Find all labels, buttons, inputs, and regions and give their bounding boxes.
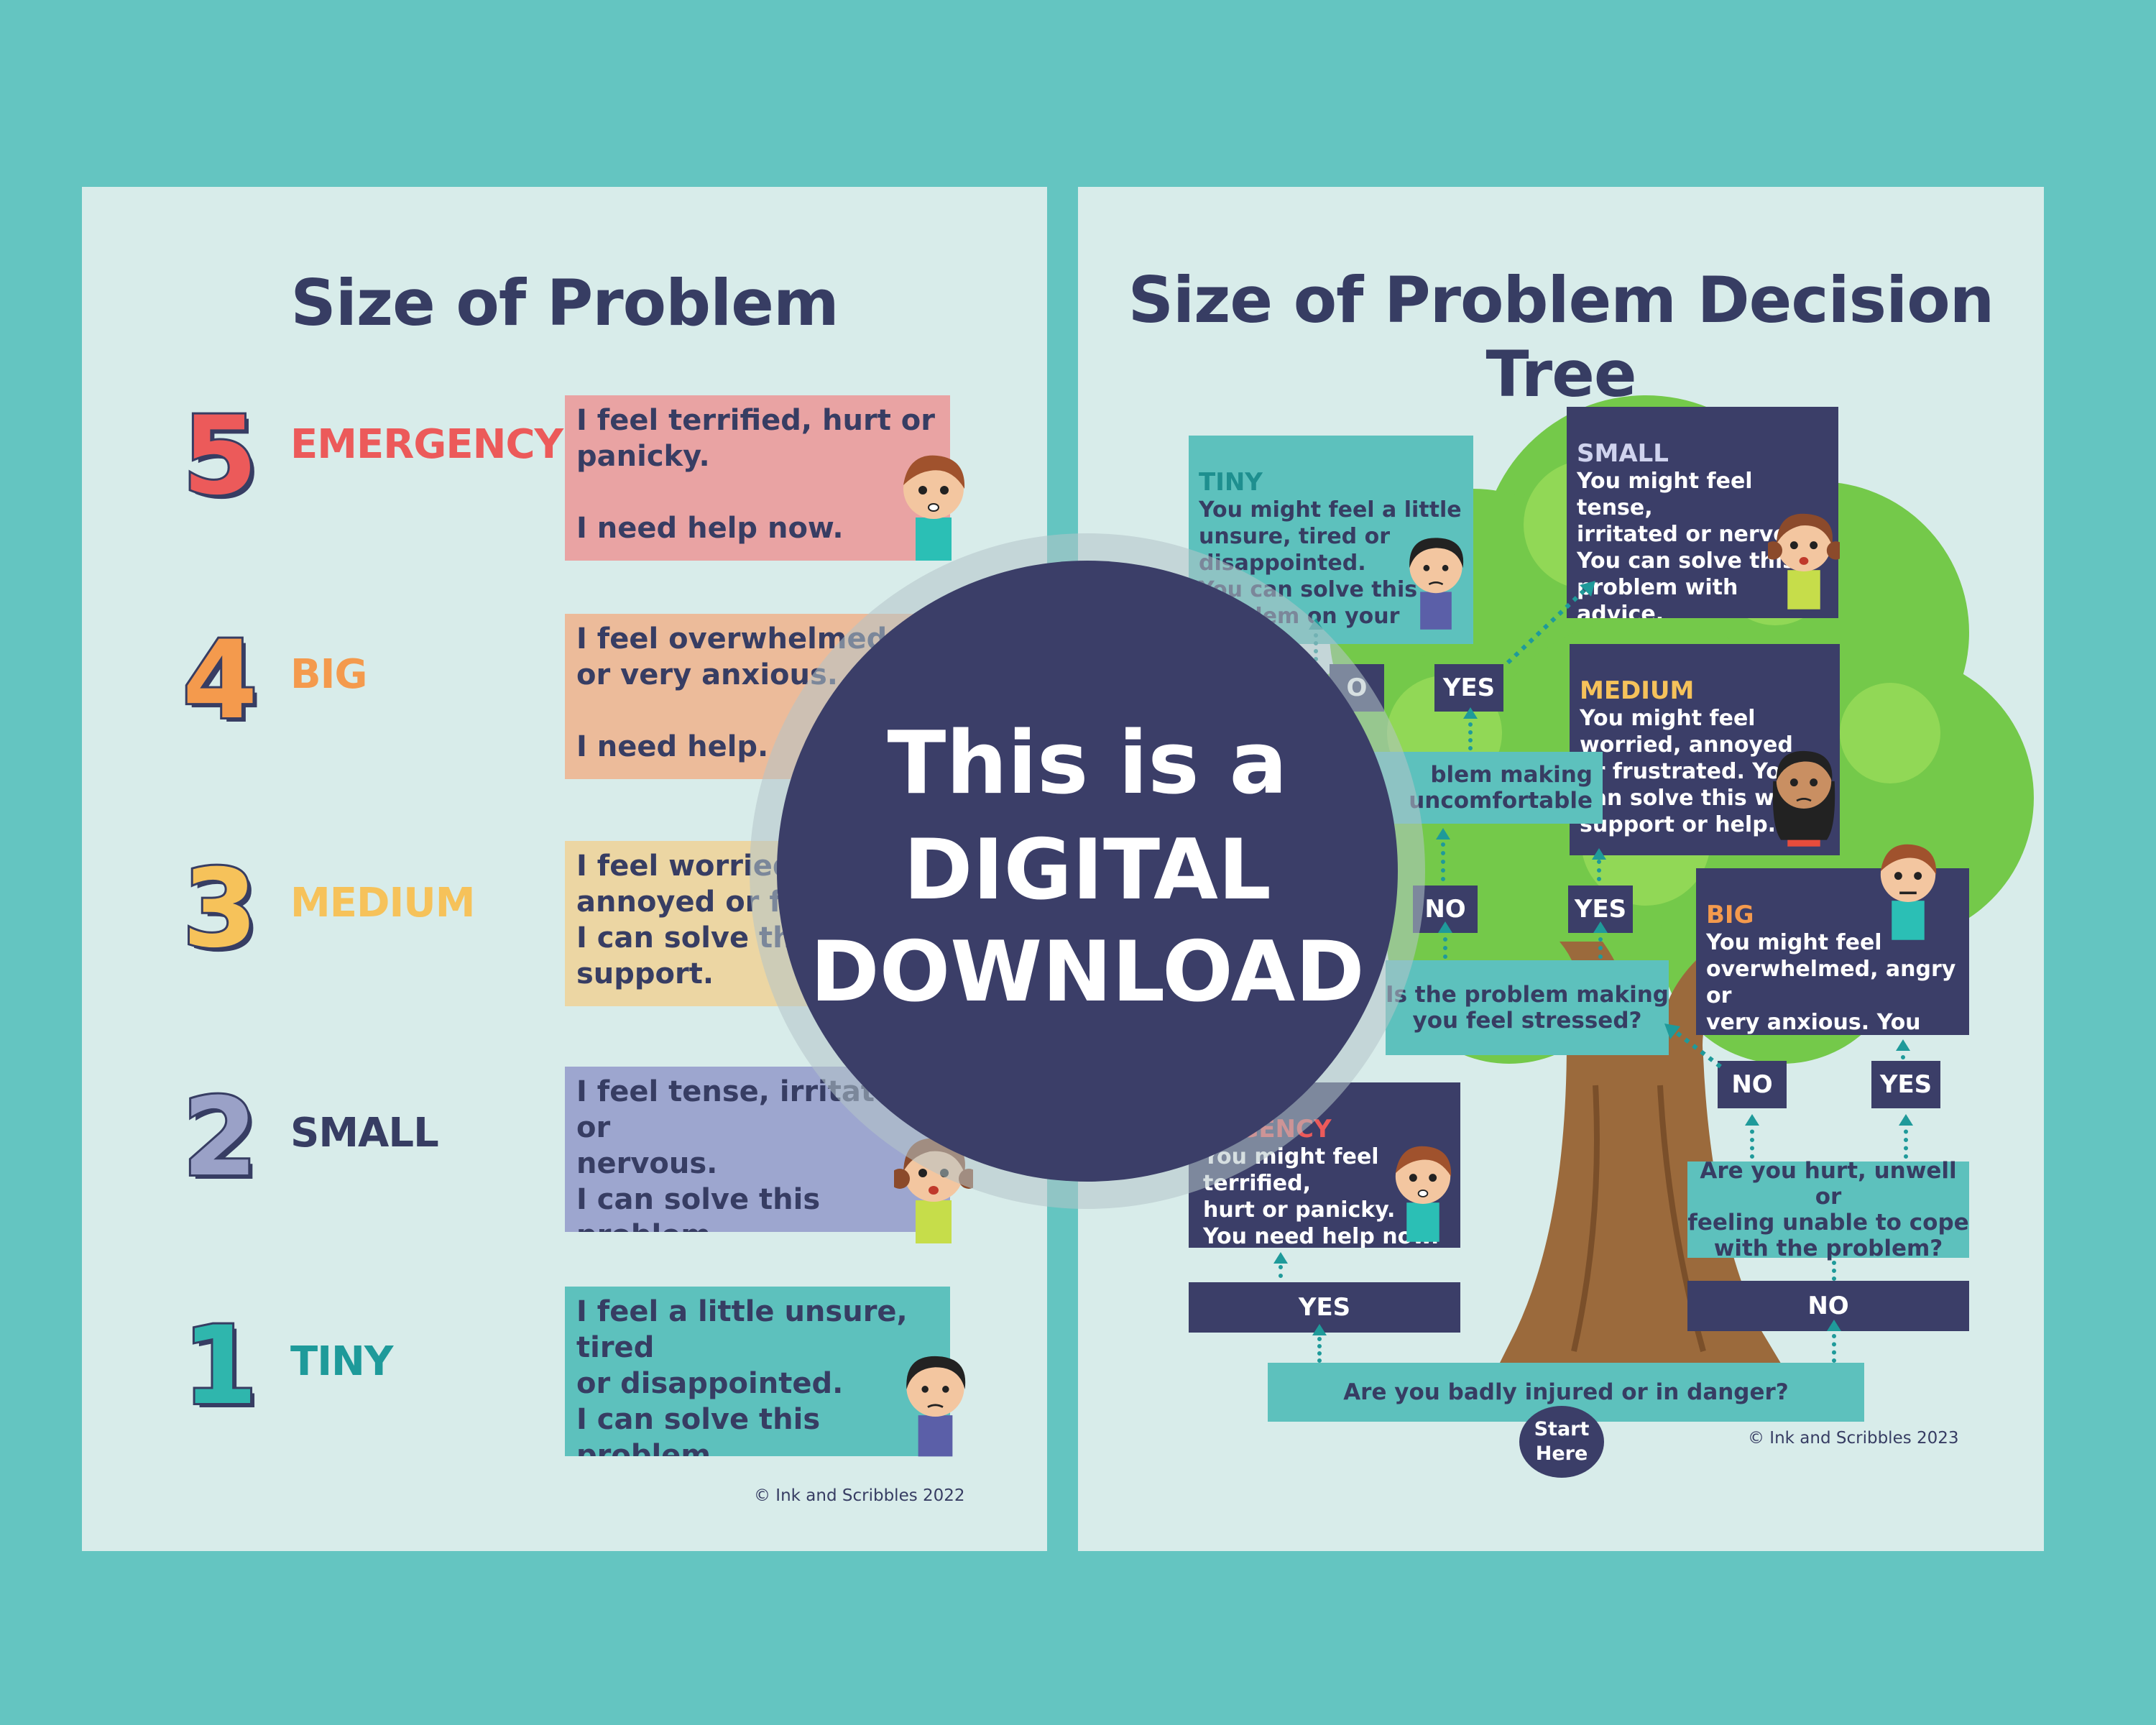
connector [1901, 1046, 1905, 1059]
connector [1904, 1121, 1908, 1159]
badge-line-2: DIGITAL [903, 822, 1271, 919]
connector [1597, 860, 1601, 881]
level-2-label: SMALL [290, 1110, 439, 1156]
no-pill-lower: NO [1718, 1061, 1787, 1108]
child-overwhelmed-illustration [1880, 844, 1937, 940]
arrow-up-icon [1896, 1039, 1910, 1051]
child-unsure-illustration [1409, 538, 1464, 630]
child-scared-illustration [903, 455, 965, 561]
child-scared-illustration [1395, 1146, 1452, 1242]
arrow-up-icon [1592, 848, 1606, 860]
level-3-label: MEDIUM [290, 880, 475, 926]
arrow-up-icon [1273, 1252, 1288, 1264]
poster-credit: © Ink and Scribbles 2023 [1748, 1429, 1959, 1448]
question-stressed: Is the problem making you feel stressed? [1386, 960, 1669, 1055]
arrow-up-icon [1438, 921, 1452, 933]
level-1-label: TINY [290, 1338, 393, 1385]
level-4-label: BIG [290, 651, 367, 698]
badge-circle: This is a DIGITAL DOWNLOAD [777, 561, 1398, 1182]
yes-pill-top: YES [1434, 664, 1503, 712]
arrow-up-icon [1827, 1320, 1841, 1331]
level-2-number: 2 [180, 1075, 259, 1200]
big-text: You might feel overwhelmed, angry or ver… [1706, 930, 1956, 1035]
connector [1317, 1337, 1322, 1363]
connector [1468, 714, 1473, 750]
arrow-up-icon [1593, 921, 1608, 933]
level-4-number: 4 [180, 618, 259, 743]
level-1-description: I feel a little unsure, tired or disappo… [565, 1287, 950, 1456]
level-5-number: 5 [180, 394, 259, 519]
connector [1443, 937, 1447, 959]
emergency-text: You might feel terrified, hurt or panick… [1203, 1144, 1439, 1248]
yes-pill-middle: YES [1568, 886, 1633, 933]
yes-pill-lower: YES [1871, 1061, 1940, 1108]
level-5-label: EMERGENCY [290, 421, 563, 468]
arrow-up-icon [1899, 1114, 1913, 1126]
decision-tree-poster: Size of Problem Decision Tree TINY You mi… [1078, 187, 2044, 1551]
diagonal-connector [1664, 1024, 1722, 1069]
child-worried-illustration [1772, 750, 1835, 847]
arrow-up-icon [1436, 828, 1450, 840]
question-hurt-unwell: Are you hurt, unwell or feeling unable t… [1687, 1158, 1969, 1261]
badge-line-3: DOWNLOAD [810, 924, 1365, 1021]
connector [1279, 1256, 1283, 1278]
arrow-up-icon [1463, 707, 1478, 719]
level-3-number: 3 [180, 847, 259, 972]
small-heading: SMALL [1577, 439, 1669, 468]
arrow-up-icon [1745, 1114, 1759, 1126]
tiny-heading: TINY [1199, 468, 1263, 497]
level-1-number: 1 [180, 1304, 259, 1429]
child-nervous-illustration [1768, 513, 1840, 610]
poster-title: Size of Problem Decision Tree [1128, 263, 1995, 411]
connector [1598, 937, 1603, 959]
diagonal-connector [1506, 581, 1595, 665]
connector [1832, 1261, 1836, 1281]
poster-title: Size of Problem [290, 266, 839, 340]
connector [1441, 834, 1445, 881]
digital-download-badge: This is a DIGITAL DOWNLOAD [750, 533, 1425, 1209]
child-unsure-illustration [906, 1356, 966, 1457]
connector [1750, 1121, 1754, 1159]
connector [1832, 1334, 1836, 1363]
badge-line-1: This is a [887, 714, 1288, 814]
poster-credit: © Ink and Scribbles 2022 [754, 1486, 965, 1505]
big-heading: BIG [1706, 901, 1754, 929]
medium-heading: MEDIUM [1580, 676, 1695, 705]
arrow-up-icon [1312, 1324, 1327, 1335]
start-here-marker: Start Here [1519, 1406, 1604, 1478]
level-5-description: I feel terrified, hurt or panicky. I nee… [565, 395, 950, 561]
